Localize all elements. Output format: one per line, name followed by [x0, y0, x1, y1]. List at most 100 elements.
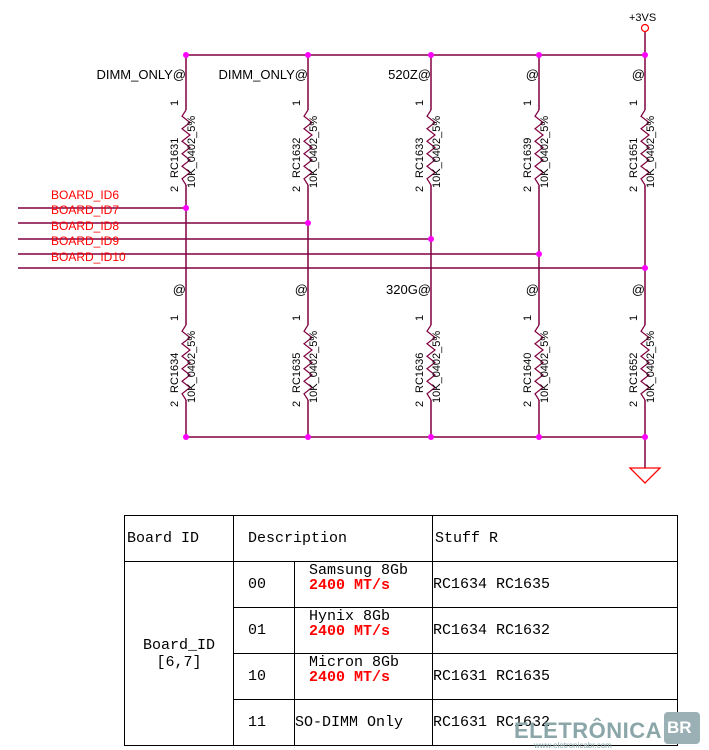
row-vendor: Hynix 8Gb 2400 MT/s — [294, 607, 433, 654]
junction-dot — [305, 220, 311, 226]
resistor-ref: RC1636 — [414, 353, 426, 393]
net-label: BOARD_ID6 — [51, 188, 119, 202]
resistor-value: 10K_0402_5% — [186, 331, 198, 403]
pin-number: 1 — [291, 315, 303, 321]
net-label: BOARD_ID8 — [51, 219, 119, 233]
vendor-name: Samsung 8Gb — [309, 562, 409, 579]
resistor-option: @ — [526, 67, 539, 82]
resistor-value: 10K_0402_5% — [186, 116, 198, 188]
junction-dot — [536, 434, 542, 440]
row-stuff: RC1634 RC1635 — [432, 561, 678, 608]
resistor-option: @ — [173, 282, 186, 297]
resistor-value: 10K_0402_5% — [539, 331, 551, 403]
row-vendor: SO-DIMM Only — [294, 699, 433, 746]
resistor-ref: RC1635 — [291, 353, 303, 393]
pin-number: 1 — [169, 100, 181, 106]
junction-dot — [642, 265, 648, 271]
junction-dot — [536, 251, 542, 257]
watermark-badge: BR — [667, 718, 692, 737]
pin-number: 1 — [169, 315, 181, 321]
row-vendor: Samsung 8Gb 2400 MT/s — [294, 561, 433, 608]
junction-dot — [642, 434, 648, 440]
vendor-name: Hynix 8Gb — [309, 608, 391, 625]
resistor-icon — [426, 324, 436, 401]
junction-dot — [428, 236, 434, 242]
net-label: BOARD_ID10 — [51, 250, 126, 264]
resistor-option: DIMM_ONLY@ — [96, 67, 186, 82]
resistor-icon — [534, 109, 544, 186]
header-description: Description — [233, 515, 433, 562]
resistor-option: @ — [295, 282, 308, 297]
resistor-value: 10K_0402_5% — [645, 116, 657, 188]
pin-number: 1 — [522, 315, 534, 321]
resistor-ref: RC1632 — [291, 138, 303, 178]
resistor-icon — [303, 109, 313, 186]
power-symbol: +3VS — [629, 12, 656, 33]
pin-number: 2 — [291, 401, 303, 407]
resistor-icon — [181, 324, 191, 401]
resistor-ref: RC1652 — [628, 353, 640, 393]
pin-number: 2 — [414, 186, 426, 192]
pin-number: 1 — [628, 100, 640, 106]
junction-dot — [642, 52, 648, 58]
resistor-option: @ — [526, 282, 539, 297]
resistor-value: 10K_0402_5% — [308, 331, 320, 403]
row-code: 11 — [233, 699, 295, 746]
resistor-option: @ — [632, 67, 645, 82]
pin-number: 2 — [522, 401, 534, 407]
pin-number: 1 — [522, 100, 534, 106]
resistor-option: 320G@ — [386, 282, 431, 297]
pin-number: 1 — [414, 315, 426, 321]
power-connector-icon — [640, 23, 650, 33]
header-board-id: Board ID — [124, 515, 234, 562]
junction-dot — [428, 52, 434, 58]
junction-dot — [428, 434, 434, 440]
pin-number: 2 — [414, 401, 426, 407]
resistor-icon — [181, 109, 191, 186]
resistor-value: 10K_0402_5% — [431, 116, 443, 188]
resistor-ref: RC1640 — [522, 353, 534, 393]
pin-number: 1 — [414, 100, 426, 106]
resistor-option: 520Z@ — [388, 67, 431, 82]
resistor-icon — [426, 109, 436, 186]
pin-number: 2 — [291, 186, 303, 192]
resistors: DIMM_ONLY@ 1 2 RC1631 10K_0402_5% DIMM_ONLY@ 1… — [96, 67, 657, 407]
net-label: BOARD_ID7 — [51, 203, 119, 217]
vendor-speed: 2400 MT/s — [309, 623, 391, 640]
watermark-logo: ELETRÔNICA www.eletronicabr.com BR — [514, 700, 709, 750]
resistor-ref: RC1639 — [522, 138, 534, 178]
junction-dot — [305, 52, 311, 58]
pin-number: 2 — [169, 401, 181, 407]
row-vendor: Micron 8Gb 2400 MT/s — [294, 653, 433, 700]
row-stuff: RC1634 RC1632 — [432, 607, 678, 654]
board-id-bits: [6,7] — [156, 653, 202, 671]
power-label: +3VS — [629, 12, 656, 24]
junction-dot — [305, 434, 311, 440]
row-stuff: RC1631 RC1635 — [432, 653, 678, 700]
resistor-icon — [534, 324, 544, 401]
resistor-ref: RC1651 — [628, 138, 640, 178]
junction-dot — [183, 205, 189, 211]
wires — [18, 32, 646, 468]
resistor-icon — [303, 324, 313, 401]
resistor-icon — [640, 109, 650, 186]
header-stuff-r: Stuff R — [432, 515, 678, 562]
resistor-option: DIMM_ONLY@ — [218, 67, 308, 82]
chip-icon: BR — [664, 712, 700, 744]
resistor-ref: RC1634 — [169, 353, 181, 393]
ground-icon — [628, 467, 662, 484]
watermark-site: www.eletronicabr.com — [534, 741, 612, 750]
vendor-name: Micron 8Gb — [309, 654, 400, 671]
schematic-diagram: DIMM_ONLY@ 1 2 RC1631 10K_0402_5% DIMM_ONLY@ 1… — [18, 12, 662, 484]
row-code: 10 — [233, 653, 295, 700]
junction-dot — [183, 52, 189, 58]
board-id-label: Board_ID — [142, 636, 215, 654]
resistor-ref: RC1631 — [169, 138, 181, 178]
pin-number: 2 — [628, 401, 640, 407]
watermark-brand: ELETRÔNICA — [514, 718, 662, 743]
vendor-speed: 2400 MT/s — [309, 669, 391, 686]
vendor-speed: 2400 MT/s — [309, 577, 391, 594]
pin-number: 2 — [522, 186, 534, 192]
resistor-option: @ — [632, 282, 645, 297]
net-label: BOARD_ID9 — [51, 234, 119, 248]
